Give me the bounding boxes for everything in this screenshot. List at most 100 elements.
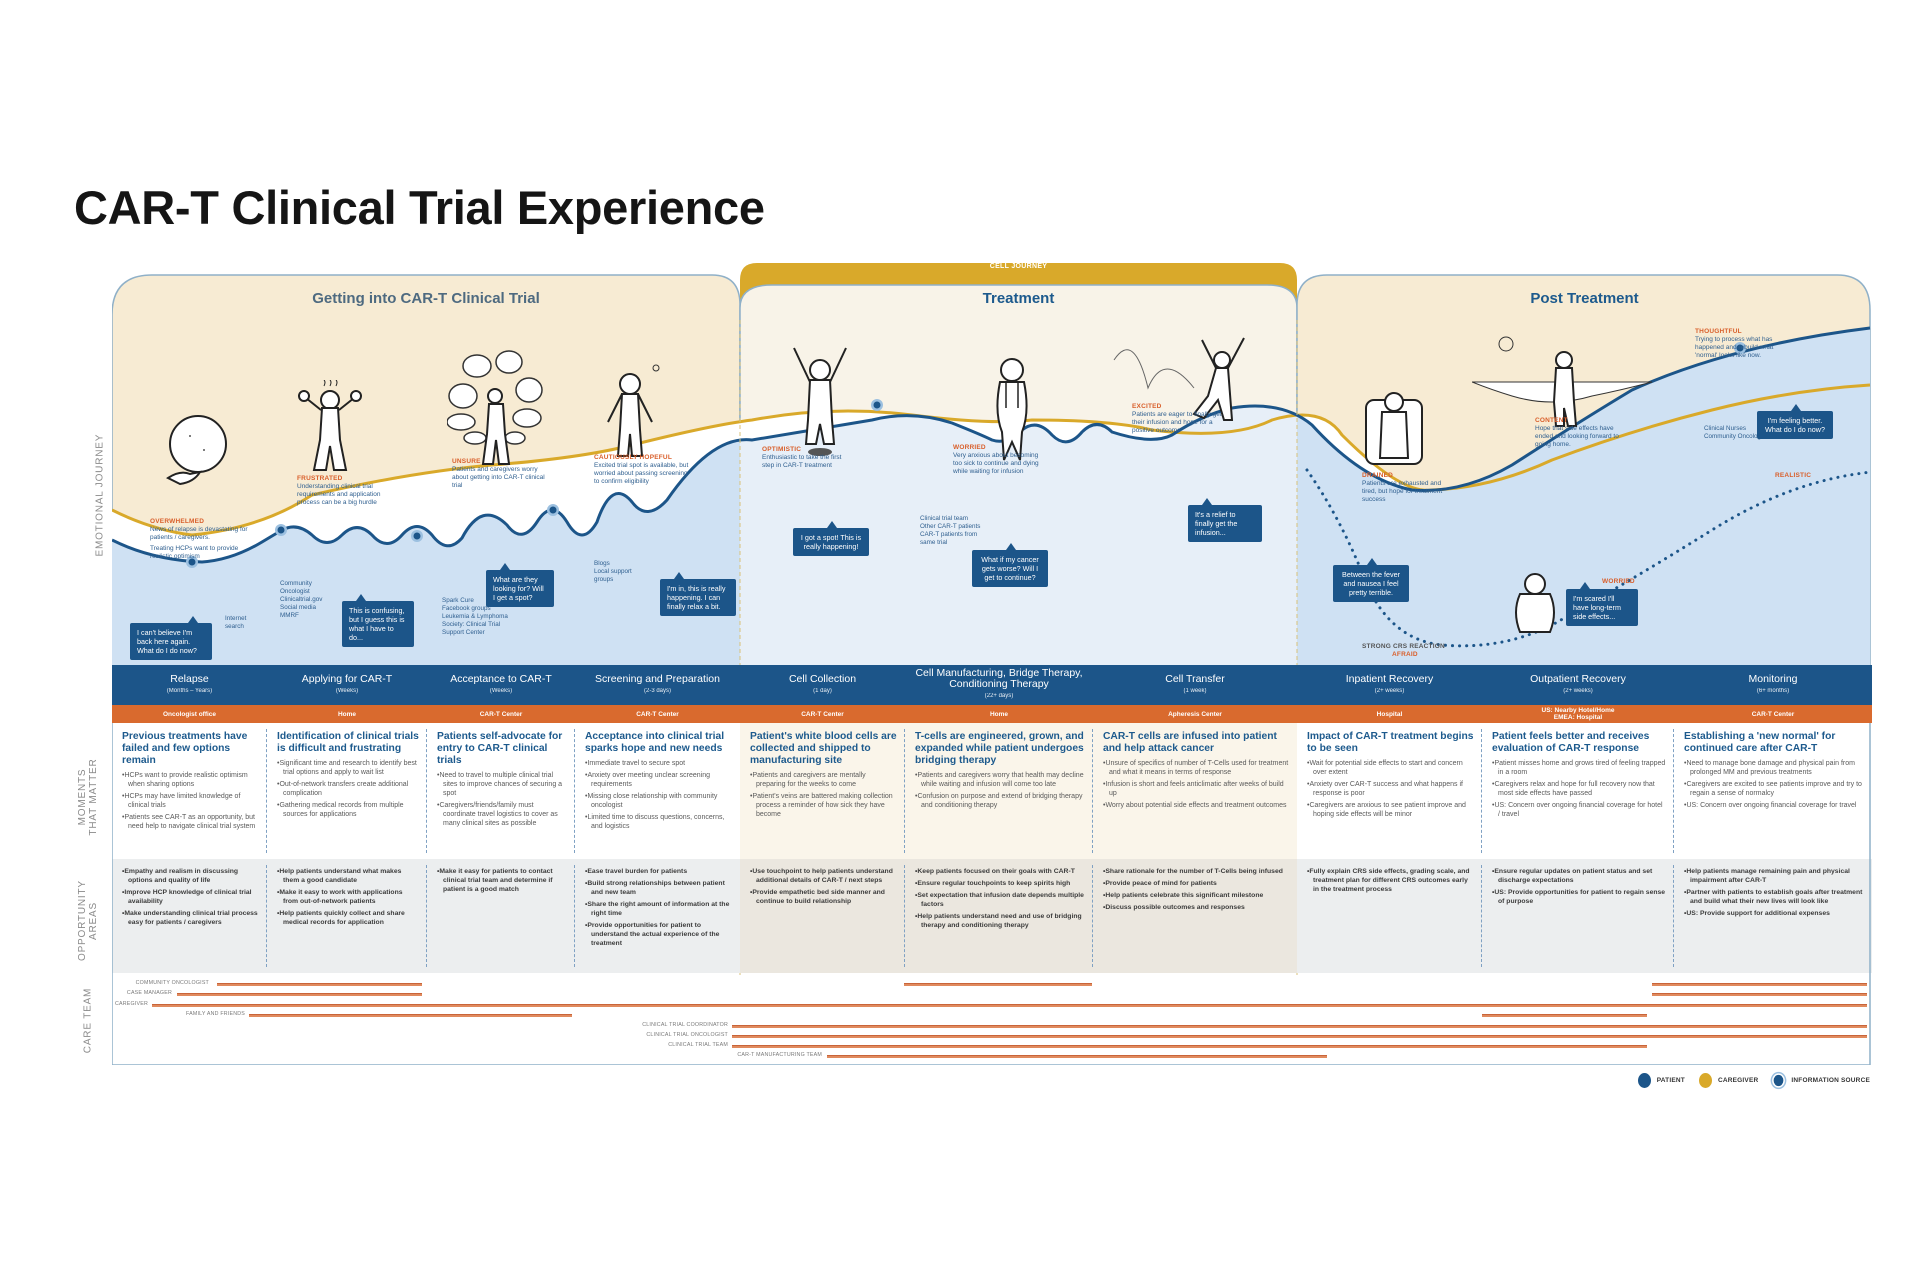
opportunity-bullet: •Help patients quickly collect and share… <box>277 910 405 926</box>
opportunity-card: •Empathy and realism in discussing optio… <box>112 859 267 973</box>
opportunity-bullet: •Help patients understand what makes the… <box>277 868 402 884</box>
moment-bullet: •Limited time to discuss questions, conc… <box>585 814 725 830</box>
info-source-marker-core <box>277 526 285 534</box>
caregiver-curve <box>112 383 1871 537</box>
moment-card: Identification of clinical trials is dif… <box>267 723 427 859</box>
info-source-marker-core <box>188 558 196 566</box>
opportunity-card: •Ease travel burden for patients•Build s… <box>575 859 740 973</box>
moment-bullet: •Immediate travel to secure spot <box>585 760 686 767</box>
stage-location: CAR-T Center <box>636 710 679 718</box>
quote-bubble: What if my cancer gets worse? Will I get… <box>972 543 1048 587</box>
moment-heading: T-cells are engineered, grown, and expan… <box>915 731 1084 766</box>
moment-card: Acceptance into clinical trial sparks ho… <box>575 723 740 859</box>
stage-band: Relapse(Months – Years)Applying for CAR-… <box>112 665 1872 705</box>
moment-bullet: •Caregivers are anxious to see patient i… <box>1307 802 1466 818</box>
moment-card: CAR-T cells are infused into patient and… <box>1093 723 1297 859</box>
stage-6: Cell Manufacturing, Bridge Therapy, Cond… <box>915 667 1083 700</box>
care-team-role: CLINICAL TRIAL ONCOLOGIST <box>646 1032 728 1038</box>
moment-heading: CAR-T cells are infused into patient and… <box>1103 731 1277 754</box>
info-source-spark-cure: Spark Cure Facebook groups Leukemia & Ly… <box>442 597 508 636</box>
patient-area-treatment <box>740 406 1297 665</box>
patient-curve <box>112 326 1871 564</box>
strong-crs-label: STRONG CRS REACTION <box>1362 643 1445 650</box>
cell-journey-label: CELL JOURNEY <box>989 263 1048 270</box>
moment-heading: Previous treatments have failed and few … <box>122 731 248 766</box>
stage-8: Inpatient Recovery(2+ weeks) <box>1345 672 1434 694</box>
row-label-care-team: CARE TEAM <box>82 987 94 1054</box>
moment-bullet: •Caregivers are excited to see patients … <box>1684 781 1862 797</box>
moment-bullet: •Anxiety over meeting unclear screening … <box>585 772 711 788</box>
stage-4: Screening and Preparation(2-3 days) <box>595 672 720 694</box>
moment-bullet: •Patient's veins are battered making col… <box>750 793 893 818</box>
opportunity-bullet: •Keep patients focused on their goals wi… <box>915 868 1075 875</box>
crs-dotted-path <box>1305 468 1872 648</box>
stage-location: Oncologist office <box>162 710 217 718</box>
info-source-community: Community Oncologist Clinicaltrial.gov S… <box>280 580 323 619</box>
caregiver-dot-icon <box>1698 1073 1712 1088</box>
moment-card: Previous treatments have failed and few … <box>112 723 267 859</box>
section-title-post-treatment: Post Treatment <box>1530 290 1639 307</box>
frustrated-person-icon <box>298 380 362 471</box>
opportunity-bullet: •Share the right amount of information a… <box>585 901 730 917</box>
quote-bubble: It's a relief to finally get the infusio… <box>1188 498 1262 542</box>
jumping-person-icon <box>1113 337 1245 421</box>
opportunity-card: •Fully explain CRS side effects, grading… <box>1297 859 1482 973</box>
moment-bullet: •Out-of-network transfers create additio… <box>277 781 409 797</box>
moment-bullet: •Unsure of specifics of number of T-Cell… <box>1103 760 1289 776</box>
care-team-role: CAREGIVER <box>115 1001 148 1007</box>
moment-bullet: •Patients and caregivers are mentally pr… <box>750 772 866 788</box>
care-team-role: COMMUNITY ONCOLOGIST <box>135 980 209 986</box>
opportunity-bullet: •Make it easy to work with applications … <box>277 889 403 905</box>
care-team-involvement-line <box>732 1025 1867 1028</box>
stage-3: Acceptance to CAR-T(Weeks) <box>450 672 552 694</box>
person-in-armchair-icon <box>1365 392 1423 465</box>
opportunity-bullet: •US: Provide support for additional expe… <box>1684 910 1830 917</box>
care-team-role: CLINICAL TRIAL TEAM <box>668 1042 728 1048</box>
quote-bubble: What are they looking for? Will I get a … <box>486 563 554 607</box>
opportunity-card: •Share rationale for the number of T-Cel… <box>1093 859 1297 973</box>
info-source-marker-core <box>549 506 557 514</box>
opportunity-bullet: •Provide peace of mind for patients <box>1103 880 1217 887</box>
care-team-involvement-line <box>1652 993 1867 996</box>
opportunity-card: •Help patients manage remaining pain and… <box>1674 859 1872 973</box>
moment-card: T-cells are engineered, grown, and expan… <box>905 723 1093 859</box>
worried-label: WORRIED <box>1602 578 1635 585</box>
moment-bullet: •Patients see CAR-T as an opportunity, b… <box>122 814 256 830</box>
quote-bubble: I can't believe I'm back here again. Wha… <box>130 616 212 660</box>
care-team-role: FAMILY AND FRIENDS <box>185 1011 245 1017</box>
opportunity-bullet: •Partner with patients to establish goal… <box>1684 889 1863 905</box>
moment-heading: Acceptance into clinical trial sparks ho… <box>585 731 725 754</box>
realistic-label: REALISTIC <box>1775 472 1812 479</box>
quote-bubble: Between the fever and nausea I feel pret… <box>1333 558 1409 602</box>
moment-heading: Patient's white blood cells are collecte… <box>750 731 897 766</box>
info-source-clinical-nurses: Clinical Nurses Community Oncologist <box>1704 425 1768 440</box>
stage-location: Apheresis Center <box>1168 710 1222 718</box>
moment-card: Establishing a 'new normal' for continue… <box>1674 723 1872 859</box>
care-team-role: CAR-T MANUFACTURING TEAM <box>737 1052 822 1058</box>
opportunity-bullet: •Empathy and realism in discussing optio… <box>122 868 239 884</box>
info-source-clinical-team: Clinical trial team Other CAR-T patients… <box>920 515 981 546</box>
moment-bullet: •Need to travel to multiple clinical tri… <box>437 772 563 797</box>
opportunity-card: •Ensure regular updates on patient statu… <box>1482 859 1674 973</box>
opportunity-bullet: •Help patients manage remaining pain and… <box>1684 868 1850 884</box>
person-at-lake-icon <box>1472 336 1653 427</box>
moment-bullet: •HCPs want to provide realistic optimism… <box>122 772 248 788</box>
moment-bullet: •US: Concern over ongoing financial cove… <box>1684 802 1857 809</box>
page-title: CAR-T Clinical Trial Experience <box>74 181 765 234</box>
person-with-thought-clouds-icon <box>447 350 543 465</box>
care-team-involvement-line <box>732 1045 1647 1048</box>
stage-location: Home <box>337 710 357 718</box>
section-title-treatment: Treatment <box>982 290 1055 307</box>
quote-bubble: I'm scared I'll have long-term side effe… <box>1566 582 1638 626</box>
opportunity-bullet: •Ensure regular touchpoints to keep spir… <box>915 880 1071 887</box>
moment-card: Patient's white blood cells are collecte… <box>740 723 905 859</box>
moment-heading: Patients self-advocate for entry to CAR-… <box>437 731 563 766</box>
